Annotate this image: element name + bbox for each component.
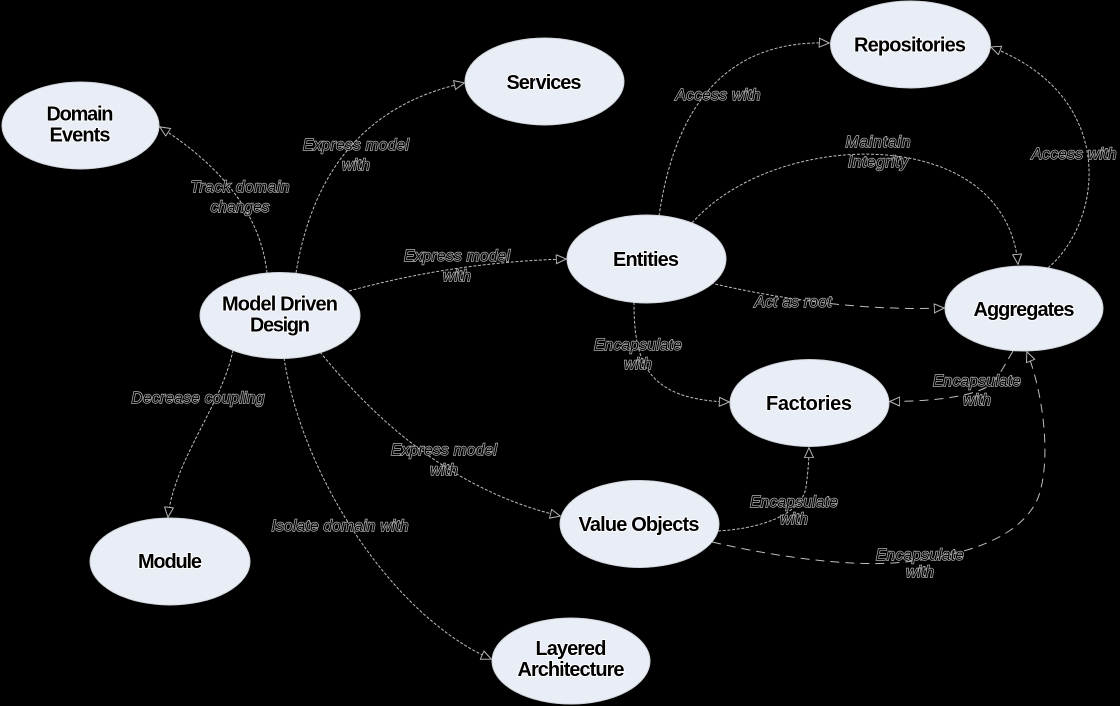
svg-text:Encapsulate: Encapsulate bbox=[594, 337, 682, 354]
svg-text:Isolate domain with: Isolate domain with bbox=[272, 518, 409, 535]
svg-text:Access with: Access with bbox=[675, 87, 761, 104]
svg-text:Integrity: Integrity bbox=[848, 154, 909, 171]
svg-text:Services: Services bbox=[507, 72, 582, 94]
svg-text:Model Driven: Model Driven bbox=[222, 294, 338, 316]
svg-text:Decrease coupling: Decrease coupling bbox=[132, 390, 265, 407]
svg-text:Repositories: Repositories bbox=[854, 35, 966, 57]
svg-text:Design: Design bbox=[250, 315, 310, 337]
svg-text:Module: Module bbox=[138, 551, 202, 573]
svg-text:Domain: Domain bbox=[47, 104, 114, 126]
svg-text:with: with bbox=[624, 356, 652, 373]
svg-text:Architecture: Architecture bbox=[518, 659, 625, 681]
svg-text:Encapsulate: Encapsulate bbox=[933, 373, 1021, 390]
svg-text:Events: Events bbox=[50, 125, 111, 147]
svg-text:Express model: Express model bbox=[391, 442, 498, 459]
svg-text:Factories: Factories bbox=[766, 393, 852, 415]
svg-text:with: with bbox=[342, 157, 370, 174]
svg-text:Entities: Entities bbox=[613, 249, 679, 271]
svg-text:Track domain: Track domain bbox=[191, 179, 290, 196]
svg-text:Access with: Access with bbox=[1031, 146, 1117, 163]
svg-text:with: with bbox=[963, 392, 991, 409]
svg-text:Act as root: Act as root bbox=[754, 294, 833, 311]
svg-text:with: with bbox=[443, 268, 471, 285]
svg-text:with: with bbox=[430, 462, 458, 479]
svg-text:Encapsulate: Encapsulate bbox=[876, 547, 964, 564]
svg-text:with: with bbox=[780, 511, 808, 528]
svg-text:with: with bbox=[906, 564, 934, 581]
svg-text:Express model: Express model bbox=[404, 248, 511, 265]
svg-text:Layered: Layered bbox=[536, 638, 607, 660]
svg-text:Maintain: Maintain bbox=[846, 134, 911, 151]
svg-text:Aggregates: Aggregates bbox=[974, 299, 1075, 321]
svg-text:Express model: Express model bbox=[303, 137, 410, 154]
svg-text:Encapsulate: Encapsulate bbox=[750, 494, 838, 511]
svg-text:Value Objects: Value Objects bbox=[579, 514, 700, 536]
svg-text:changes: changes bbox=[211, 199, 270, 216]
